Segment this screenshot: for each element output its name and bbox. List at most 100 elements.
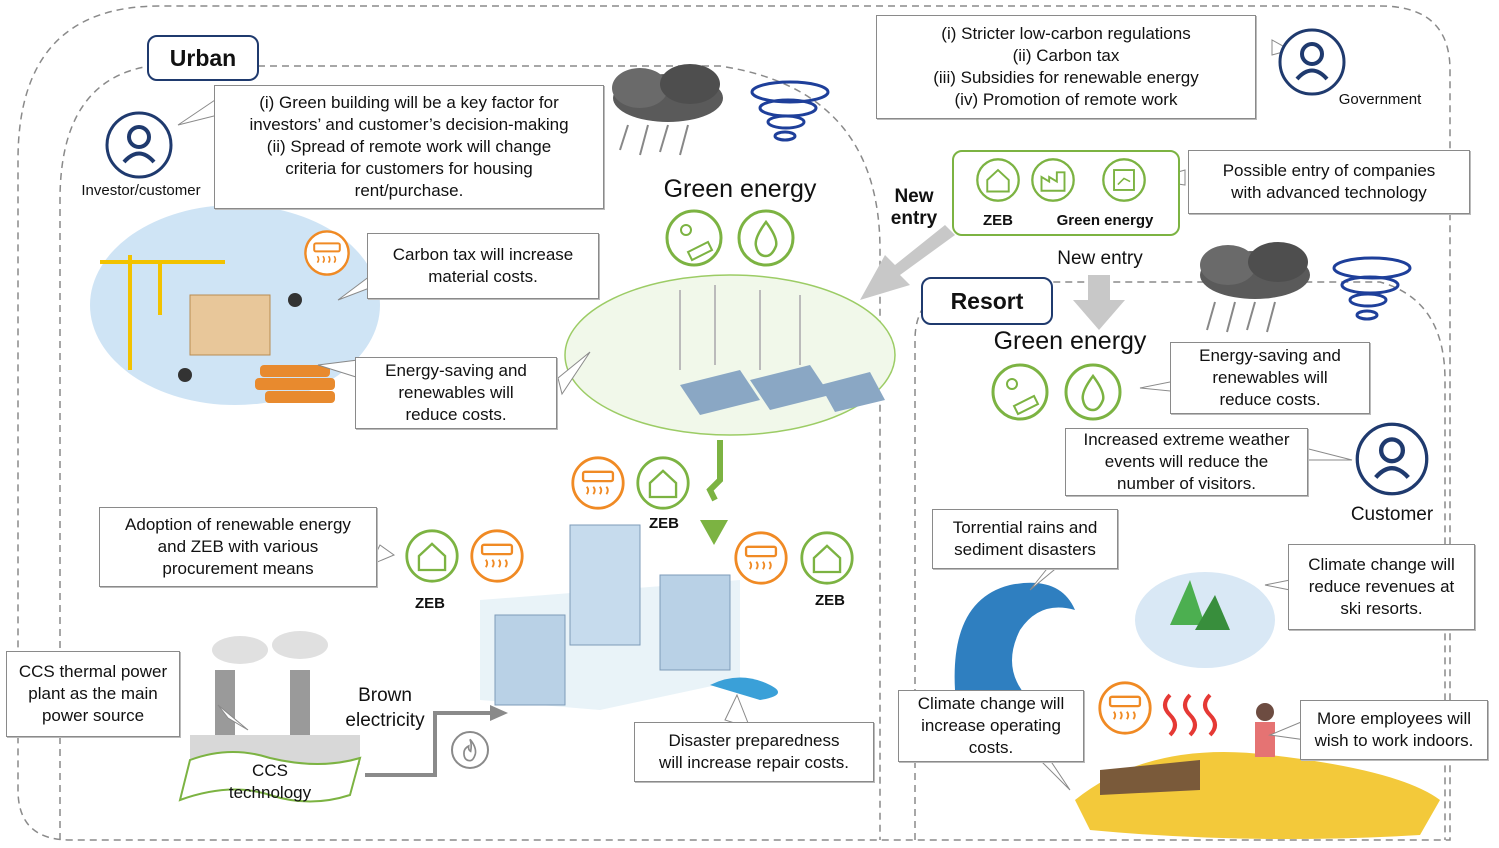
callout-line: Torrential rains and — [952, 518, 1098, 537]
hydro-energy-icon — [737, 209, 795, 267]
investor-label: Investor/customer — [81, 182, 201, 199]
callout-line: power source — [41, 706, 145, 725]
callout-line: and ZEB with various — [157, 537, 319, 556]
ccs-line: technology — [228, 783, 312, 802]
investor-point: investors’ and customer’s decision-makin… — [249, 115, 569, 134]
callout-line: procurement means — [162, 559, 314, 578]
zeb-label: ZEB — [815, 592, 845, 609]
renewables-scene — [564, 274, 896, 436]
callout-line: reduce revenues at — [1308, 577, 1455, 596]
adoption-callout: Adoption of renewable energy and ZEB wit… — [99, 507, 377, 587]
tornado-urban — [750, 80, 830, 142]
policy-item: (ii) Carbon tax — [1012, 46, 1120, 65]
section-label-urban: Urban — [147, 35, 259, 81]
callout-line: number of visitors. — [1117, 474, 1256, 493]
callout-line: sediment disasters — [954, 540, 1096, 559]
policy-item: (iii) Subsidies for renewable energy — [933, 68, 1199, 87]
carbon-tax-callout: Carbon tax will increase material costs. — [367, 233, 599, 299]
government-label: Government — [1338, 91, 1422, 108]
brown-electricity-line: Brown — [358, 685, 412, 706]
callout-line: costs. — [968, 738, 1014, 757]
new-entry-label-resort: New entry — [1057, 248, 1143, 269]
advanced-companies-callout: Possible entry of companies with advance… — [1188, 150, 1470, 214]
investor-point: rent/purchase. — [354, 181, 464, 200]
callout-line: events will reduce the — [1104, 452, 1269, 471]
callout-line: renewables will — [1212, 368, 1328, 387]
solar-panels — [680, 365, 885, 415]
outer-dashed-region — [17, 5, 1451, 841]
air-conditioner-icon — [1098, 681, 1152, 735]
ccs-technology-label: CCS technology — [210, 760, 330, 804]
operating-costs-callout: Climate change will increase operating c… — [898, 690, 1084, 762]
callout-line: wish to work indoors. — [1314, 731, 1474, 750]
investor-point: (ii) Spread of remote work will change — [266, 137, 552, 156]
callout-line: reduce costs. — [405, 405, 507, 424]
lumber-pile — [255, 365, 335, 403]
new-entry-label-left: New entry — [874, 186, 954, 230]
investor-point: (i) Green building will be a key factor … — [259, 93, 559, 112]
callout-line: Energy-saving and — [385, 361, 527, 380]
disaster-preparedness-callout: Disaster preparedness will increase repa… — [634, 722, 874, 782]
new-entry-line: New — [894, 186, 934, 207]
resort-dashed-region — [914, 281, 1446, 840]
callout-line: will increase repair costs. — [659, 753, 849, 772]
callout-line: More employees will — [1317, 709, 1471, 728]
callout-line: increase operating — [921, 716, 1061, 735]
new-entry-arrow-left — [860, 225, 955, 300]
air-conditioner-icon — [304, 230, 350, 276]
solar-panel-icon — [665, 209, 723, 267]
callout-line: Increased extreme weather — [1083, 430, 1290, 449]
zeb-house-icon — [976, 158, 1020, 202]
storm-cloud-resort — [1200, 242, 1310, 333]
callout-line: with advanced technology — [1231, 183, 1427, 202]
crane-illustration — [100, 255, 225, 370]
callout-line: Adoption of renewable energy — [125, 515, 351, 534]
employees-indoors-callout: More employees will wish to work indoors… — [1300, 700, 1488, 760]
investor-person-icon — [105, 111, 173, 179]
government-person-icon — [1278, 28, 1346, 96]
zeb-house-icon — [636, 456, 690, 510]
callout-line: material costs. — [428, 267, 538, 286]
energy-management-icon — [1102, 158, 1146, 202]
callout-line: Disaster preparedness — [668, 731, 840, 750]
wind-turbines — [679, 285, 801, 370]
extreme-weather-callout: Increased extreme weather events will re… — [1065, 428, 1308, 496]
callout-line: Carbon tax will increase — [392, 245, 574, 264]
green-energy-title-resort: Green energy — [993, 327, 1147, 355]
callout-line: CCS thermal power — [18, 662, 168, 681]
tidal-wave — [954, 582, 1082, 704]
investor-points-box: (i) Green building will be a key factor … — [214, 85, 604, 209]
ccs-line: CCS — [252, 761, 288, 780]
callout-line: Climate change will — [917, 694, 1065, 713]
brown-electricity-arrow — [365, 711, 492, 777]
callout-line: ski resorts. — [1340, 599, 1423, 618]
callout-line: Energy-saving and — [1199, 346, 1341, 365]
section-label-resort: Resort — [921, 277, 1053, 325]
energy-saving-urban-callout: Energy-saving and renewables will reduce… — [355, 357, 557, 429]
green-energy-title-urban: Green energy — [663, 175, 817, 203]
ski-resort-callout: Climate change will reduce revenues at s… — [1288, 544, 1475, 630]
new-entry-arrow-down — [1073, 275, 1125, 330]
brown-electricity-line: electricity — [345, 710, 425, 731]
zeb-label: ZEB — [649, 515, 679, 532]
brown-electricity-label: Brown electricity — [340, 683, 430, 733]
ccs-banner — [178, 751, 362, 803]
new-entry-line: entry — [890, 208, 938, 229]
customer-person-icon — [1355, 422, 1429, 496]
green-energy-small-label: Green energy — [1056, 212, 1154, 229]
city-buildings — [480, 524, 778, 710]
storm-cloud-urban — [612, 64, 723, 156]
air-conditioner-icon — [571, 456, 625, 510]
callout-line: renewables will — [398, 383, 514, 402]
government-policies-box: (i) Stricter low-carbon regulations (ii)… — [876, 15, 1256, 119]
tornado-resort — [1332, 256, 1412, 321]
golf-scene — [1075, 693, 1440, 839]
green-energy-flow-arrow — [706, 440, 723, 502]
zeb-label: ZEB — [415, 595, 445, 612]
urban-dashed-region — [59, 65, 881, 840]
zeb-house-icon — [405, 529, 459, 583]
callout-line: plant as the main — [28, 684, 158, 703]
investor-point: criteria for customers for housing — [285, 159, 533, 178]
energy-saving-resort-callout: Energy-saving and renewables will reduce… — [1170, 342, 1370, 414]
